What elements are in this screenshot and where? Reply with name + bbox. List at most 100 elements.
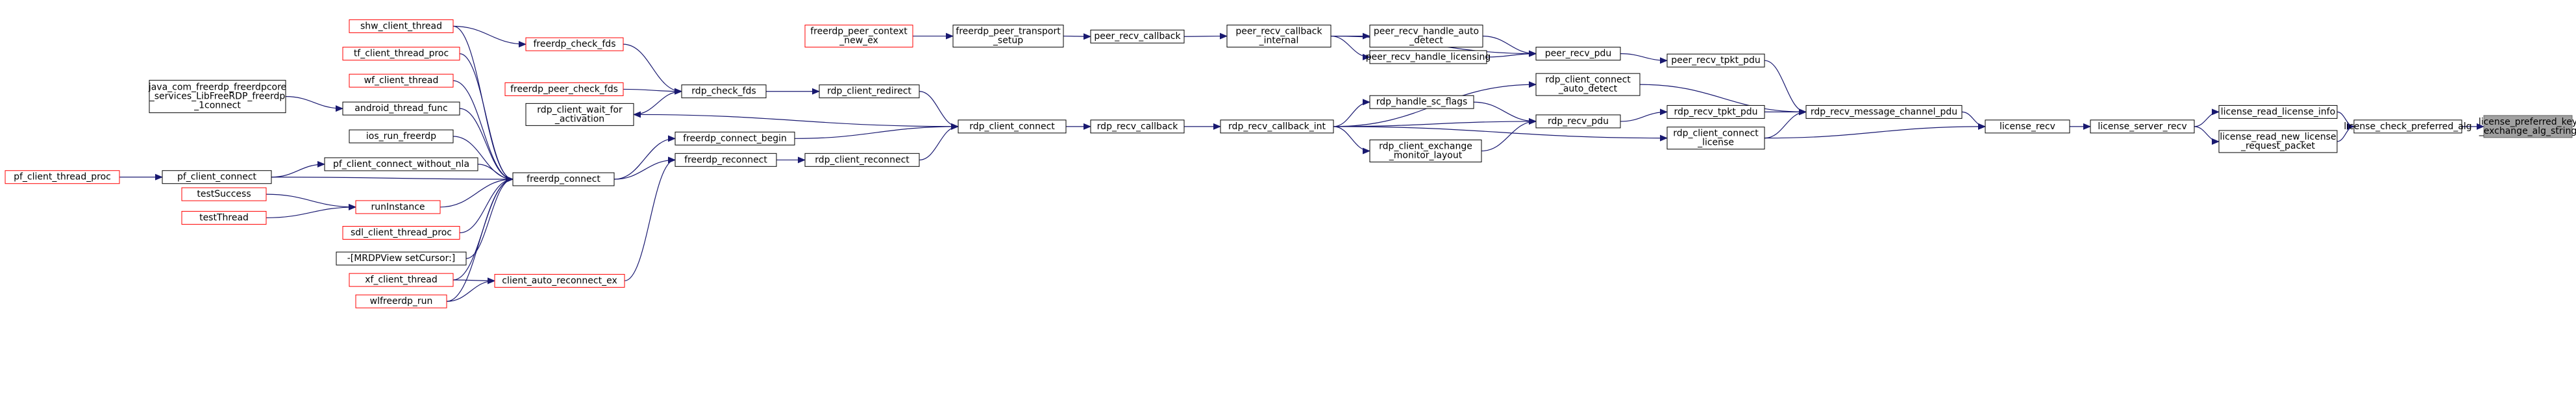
node-box [1985,119,2070,134]
node-label: license_read_new_license [2220,132,2336,142]
node-fcfds[interactable]: freerdp_check_fds [525,37,624,51]
node-label: _license [1697,138,1734,148]
node-box [1666,53,1765,68]
node-label: license_server_recv [2098,121,2186,132]
node-wlf[interactable]: wlfreerdp_run [355,294,447,308]
node-label: rdp_check_fds [691,86,756,97]
node-mrdp[interactable]: -[MRDPView setCursor:] [336,251,467,266]
node-pctp[interactable]: pf_client_thread_proc [5,170,120,184]
edge-fcb-to-rcc [794,123,959,139]
node-label: rdp_client_exchange [1379,141,1472,151]
node-box [1226,25,1331,48]
node-box [2218,130,2338,153]
node-prc[interactable]: peer_recv_callback [1090,29,1185,44]
node-prci[interactable]: peer_recv_callback_internal [1226,25,1331,48]
node-pcc[interactable]: pf_client_connect [162,170,272,184]
node-xfct[interactable]: xf_client_thread [349,273,454,287]
edge-lsr-to-lrli [2194,108,2220,127]
node-label: peer_recv_tpkt_pdu [1671,55,1761,66]
node-box [2483,115,2573,138]
node-rrci[interactable]: rdp_recv_callback_int [1220,119,1334,134]
node-label: _detect [1409,36,1443,46]
node-label: peer_recv_handle_auto [1374,27,1479,37]
node-sdl[interactable]: sdl_client_thread_proc [342,226,460,240]
node-rcc[interactable]: rdp_client_connect [958,119,1067,134]
node-rccl[interactable]: rdp_client_connect_license [1666,127,1765,150]
node-rcr[interactable]: rdp_client_redirect [819,84,920,99]
node-label: android_thread_func [354,103,447,114]
node-prhl[interactable]: peer_recv_handle_licensing [1366,50,1491,64]
node-fpcn[interactable]: freerdp_peer_context_new_ex [804,25,913,48]
edge-pcc-to-fc [271,176,514,183]
node-jni[interactable]: java_com_freerdp_freerdpcore_services_Li… [148,80,286,114]
node-atf[interactable]: android_thread_func [342,101,460,116]
node-prp[interactable]: peer_recv_pdu [1535,47,1621,61]
node-tt[interactable]: testThread [181,210,267,225]
node-label: license_recv [2000,121,2055,132]
edge-layer [119,25,2484,302]
node-fpts[interactable]: freerdp_peer_transport_setup [952,25,1064,48]
edge-rrci-to-rccl [1333,126,1668,142]
node-shw[interactable]: shw_client_thread [349,19,454,33]
node-box [1369,139,1482,162]
edge-rrmcp-to-lr [1961,111,1986,130]
node-fpcf[interactable]: freerdp_peer_check_fds [504,82,624,96]
edge-xfct-to-care [452,277,495,284]
node-box [1369,25,1483,48]
node-fc[interactable]: freerdp_connect [512,172,615,186]
edge-mrdp-to-fc [465,176,514,259]
node-pccn[interactable]: pf_client_connect_without_nla [324,157,478,171]
edge-prci-to-prhl [1330,35,1370,60]
node-fcb[interactable]: freerdp_connect_begin [675,131,795,145]
node-box [675,131,795,145]
node-box [342,226,460,240]
node-box [2353,119,2462,134]
node-ri[interactable]: runInstance [355,200,441,214]
edge-rrp-to-rrtp [1620,108,1668,122]
node-lrnl[interactable]: license_read_new_license_request_packet [2218,130,2338,153]
node-box [349,19,454,33]
edge-atf-to-fc [459,108,514,182]
node-rcad[interactable]: rdp_client_connect_auto_detect [1535,73,1641,96]
node-label: rdp_recv_tpkt_pdu [1674,106,1758,117]
node-label: rdp_recv_pdu [1548,116,1609,127]
node-rcwa[interactable]: rdp_client_wait_for_activation [525,103,634,126]
node-care[interactable]: client_auto_reconnect_ex [494,273,625,288]
node-label: rdp_client_redirect [827,86,911,97]
node-box [1220,119,1334,134]
node-box [349,73,454,88]
edge-ri-to-fc [440,176,514,208]
edge-shw-to-fcfds [452,25,526,48]
node-lcpa[interactable]: license_check_preferred_alg [2344,119,2472,134]
node-prtp[interactable]: peer_recv_tpkt_pdu [1666,53,1765,68]
edge-prc-to-prci [1183,32,1228,40]
node-lr[interactable]: license_recv [1985,119,2070,134]
node-label: _new_ex [839,36,878,46]
node-rrp[interactable]: rdp_recv_pdu [1535,114,1621,129]
node-rrtp[interactable]: rdp_recv_tpkt_pdu [1666,105,1765,119]
node-label: _services_LibFreeRDP_freerdp [149,92,286,102]
edge-care-to-frc [624,156,676,282]
node-rrmcp[interactable]: rdp_recv_message_channel_pdu [1805,105,1963,119]
node-box [1666,127,1765,150]
node-tfct[interactable]: tf_client_thread_proc [342,47,460,61]
node-ts[interactable]: testSuccess [181,187,267,201]
node-label: freerdp_connect_begin [683,133,787,144]
node-prha[interactable]: peer_recv_handle_auto_detect [1369,25,1483,48]
node-lsr[interactable]: license_server_recv [2090,119,2195,134]
node-rcfds[interactable]: rdp_check_fds [681,84,767,99]
node-layer: license_preferred_key_exchange_alg_strin… [5,19,2576,308]
node-frc[interactable]: freerdp_reconnect [675,153,777,167]
edge-rccl-to-lr [1764,123,1986,139]
node-lrli[interactable]: license_read_license_info [2218,105,2338,119]
node-label: -[MRDPView setCursor:] [347,253,456,264]
node-rceml[interactable]: rdp_client_exchange_monitor_layout [1369,139,1482,162]
node-ios[interactable]: ios_run_freerdp [349,129,454,144]
node-label: license_check_preferred_alg [2344,121,2471,132]
node-wfct[interactable]: wf_client_thread [349,73,454,88]
node-rcrc[interactable]: rdp_client_reconnect [804,153,920,167]
node-rhsf[interactable]: rdp_handle_sc_flags [1369,95,1474,109]
node-rrc[interactable]: rdp_recv_callback [1090,119,1185,134]
edge-prtp-to-rrmcp [1764,60,1807,116]
